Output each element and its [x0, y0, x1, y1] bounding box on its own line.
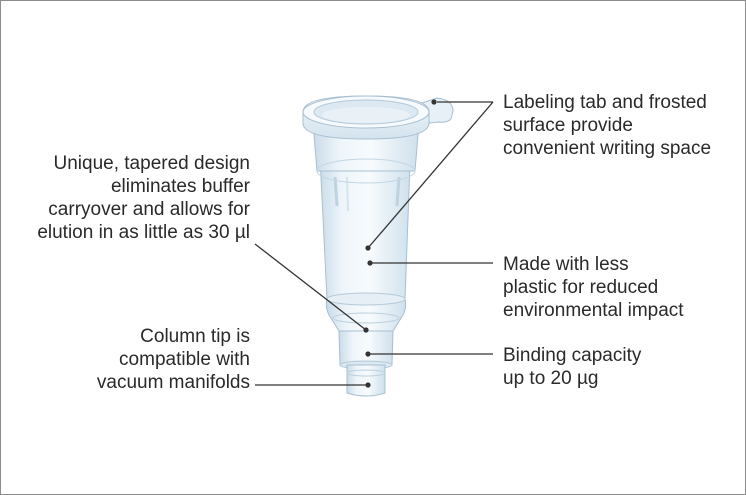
callout-line: vacuum manifolds	[96, 372, 250, 393]
callout-line: elution in as little as 30 µl	[37, 222, 250, 243]
callout-line: Made with less	[503, 254, 629, 275]
leader-lines	[254, 101, 494, 386]
callout-line: Labeling tab and frosted	[503, 92, 707, 113]
leader-tapered-design	[254, 243, 367, 331]
callout-line: surface provide	[503, 115, 633, 136]
callout-line: environmental impact	[503, 300, 684, 321]
callout-line: up to 20 µg	[503, 368, 599, 389]
leader-frosted-surface	[367, 101, 494, 249]
callout-line: compatible with	[119, 349, 250, 370]
column-tip-upper	[338, 330, 394, 366]
callout-line: convenient writing space	[503, 138, 712, 159]
callout-line: Binding capacity	[503, 345, 642, 366]
callout-line: eliminates buffer	[110, 176, 250, 197]
callout-line: Unique, tapered design	[53, 153, 250, 174]
callout-tapered-design: Unique, tapered design eliminates buffer…	[37, 152, 250, 244]
callout-column-tip: Column tip is compatible with vacuum man…	[97, 325, 250, 394]
callout-line: Column tip is	[140, 326, 250, 347]
leader-dots	[363, 99, 437, 388]
column-tip-lower	[346, 364, 386, 397]
callout-line: plastic for reduced	[503, 277, 659, 298]
callout-line: carryover and allows for	[48, 199, 250, 220]
callout-labeling-tab: Labeling tab and frosted surface provide…	[503, 91, 711, 160]
callout-less-plastic: Made with less plastic for reduced envir…	[503, 253, 684, 322]
callout-binding-capacity: Binding capacity up to 20 µg	[503, 344, 641, 390]
